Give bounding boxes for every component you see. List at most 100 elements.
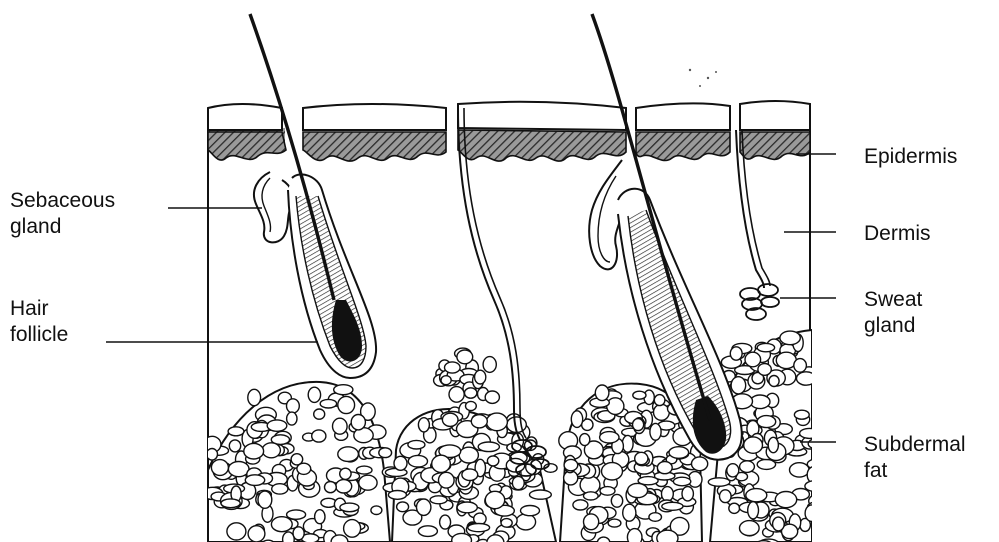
fat-cell [654, 404, 670, 420]
fat-cell [471, 415, 487, 428]
fat-cell [650, 423, 661, 440]
fat-cell [769, 376, 779, 387]
epidermis-layer [208, 101, 810, 161]
fat-cell [812, 428, 830, 440]
fat-cell [805, 505, 818, 522]
fat-cell [530, 490, 552, 499]
fat-cell [794, 410, 809, 419]
fat-cell [600, 432, 619, 443]
fat-cell [682, 487, 693, 501]
fat-cell [817, 443, 829, 452]
fat-cell [462, 469, 478, 481]
fat-cell [408, 440, 425, 449]
fat-cell [344, 520, 361, 538]
fat-cell [248, 526, 265, 542]
fat-cell [516, 514, 536, 530]
fat-cell [611, 494, 622, 507]
fat-cell [740, 521, 760, 536]
fat-cell [466, 401, 477, 410]
fat-cell [808, 439, 825, 449]
fat-cell [271, 517, 292, 532]
fat-cell [459, 447, 478, 463]
fat-cell [600, 487, 615, 496]
fat-cell [338, 396, 355, 413]
fat-cell [807, 467, 820, 484]
fat-cell [818, 445, 834, 454]
fat-cell [244, 443, 264, 459]
fat-cell [287, 412, 297, 425]
fat-cell [633, 419, 644, 431]
fat-cell [478, 442, 499, 452]
fat-cell [371, 506, 382, 515]
fat-cell [638, 477, 658, 485]
fat-cell [521, 506, 540, 516]
fat-cell [673, 477, 690, 486]
fat-cell [394, 456, 407, 470]
fat-cell [662, 487, 674, 502]
fat-cell [325, 482, 337, 493]
fat-cell [729, 503, 740, 513]
fat-cell [333, 418, 348, 434]
fat-cell [442, 413, 458, 426]
fat-cell [797, 372, 816, 385]
fat-cell [635, 452, 648, 464]
fat-cell [417, 499, 431, 515]
fat-cell [359, 475, 377, 490]
fat-cell [692, 457, 708, 471]
fat-cell [287, 399, 300, 413]
fat-cell [287, 510, 306, 519]
fat-cell [297, 463, 311, 474]
fat-cell [780, 331, 800, 345]
fat-cell [580, 434, 590, 446]
fat-cell [812, 404, 829, 413]
fat-cell [584, 492, 599, 500]
fat-cell [813, 410, 825, 423]
fat-cell [340, 503, 359, 512]
fat-cell [485, 491, 504, 508]
fat-cell [465, 388, 477, 398]
fat-cell [258, 491, 272, 508]
fat-cell [633, 391, 646, 399]
fat-cell [379, 448, 392, 458]
sebaceous-gland-label: Sebaceous gland [10, 188, 115, 240]
fat-cell [657, 462, 672, 474]
fat-cell [474, 513, 486, 524]
fat-cell [816, 453, 837, 466]
fat-cell [501, 519, 512, 528]
fat-cell [432, 455, 451, 472]
fat-cell [727, 464, 739, 477]
fat-cell [320, 399, 336, 408]
fat-cell [800, 428, 820, 438]
fat-cell [602, 463, 623, 480]
fat-cell [293, 527, 304, 540]
fat-cell [485, 391, 499, 403]
fat-cell [708, 478, 730, 486]
fat-cell [445, 362, 461, 373]
fat-cell [207, 449, 218, 461]
fat-cell [475, 370, 486, 384]
fat-cell [397, 502, 409, 512]
fat-cell [571, 411, 582, 428]
fat-cell [312, 430, 326, 442]
fat-cell [468, 524, 490, 532]
fat-cell [388, 491, 406, 500]
fat-cell [248, 389, 261, 405]
sweat-gland-label: Sweat gland [864, 287, 922, 339]
fat-cell [338, 447, 359, 462]
fat-cell [314, 409, 325, 419]
fat-cell [315, 510, 325, 524]
fat-cell [669, 447, 689, 459]
fat-cell [730, 347, 742, 360]
fat-cell [757, 416, 776, 428]
subdermal-fat-label: Subdermal fat [864, 432, 966, 484]
fat-cell [221, 499, 240, 508]
fat-cell [649, 513, 662, 522]
fat-cell [662, 502, 683, 510]
fat-cell [441, 376, 451, 385]
fat-cell [805, 481, 824, 492]
fat-cell [607, 398, 624, 415]
fat-cell [308, 387, 320, 402]
fat-cell [790, 463, 810, 477]
fat-cell [597, 537, 609, 542]
fat-cell [564, 459, 578, 470]
